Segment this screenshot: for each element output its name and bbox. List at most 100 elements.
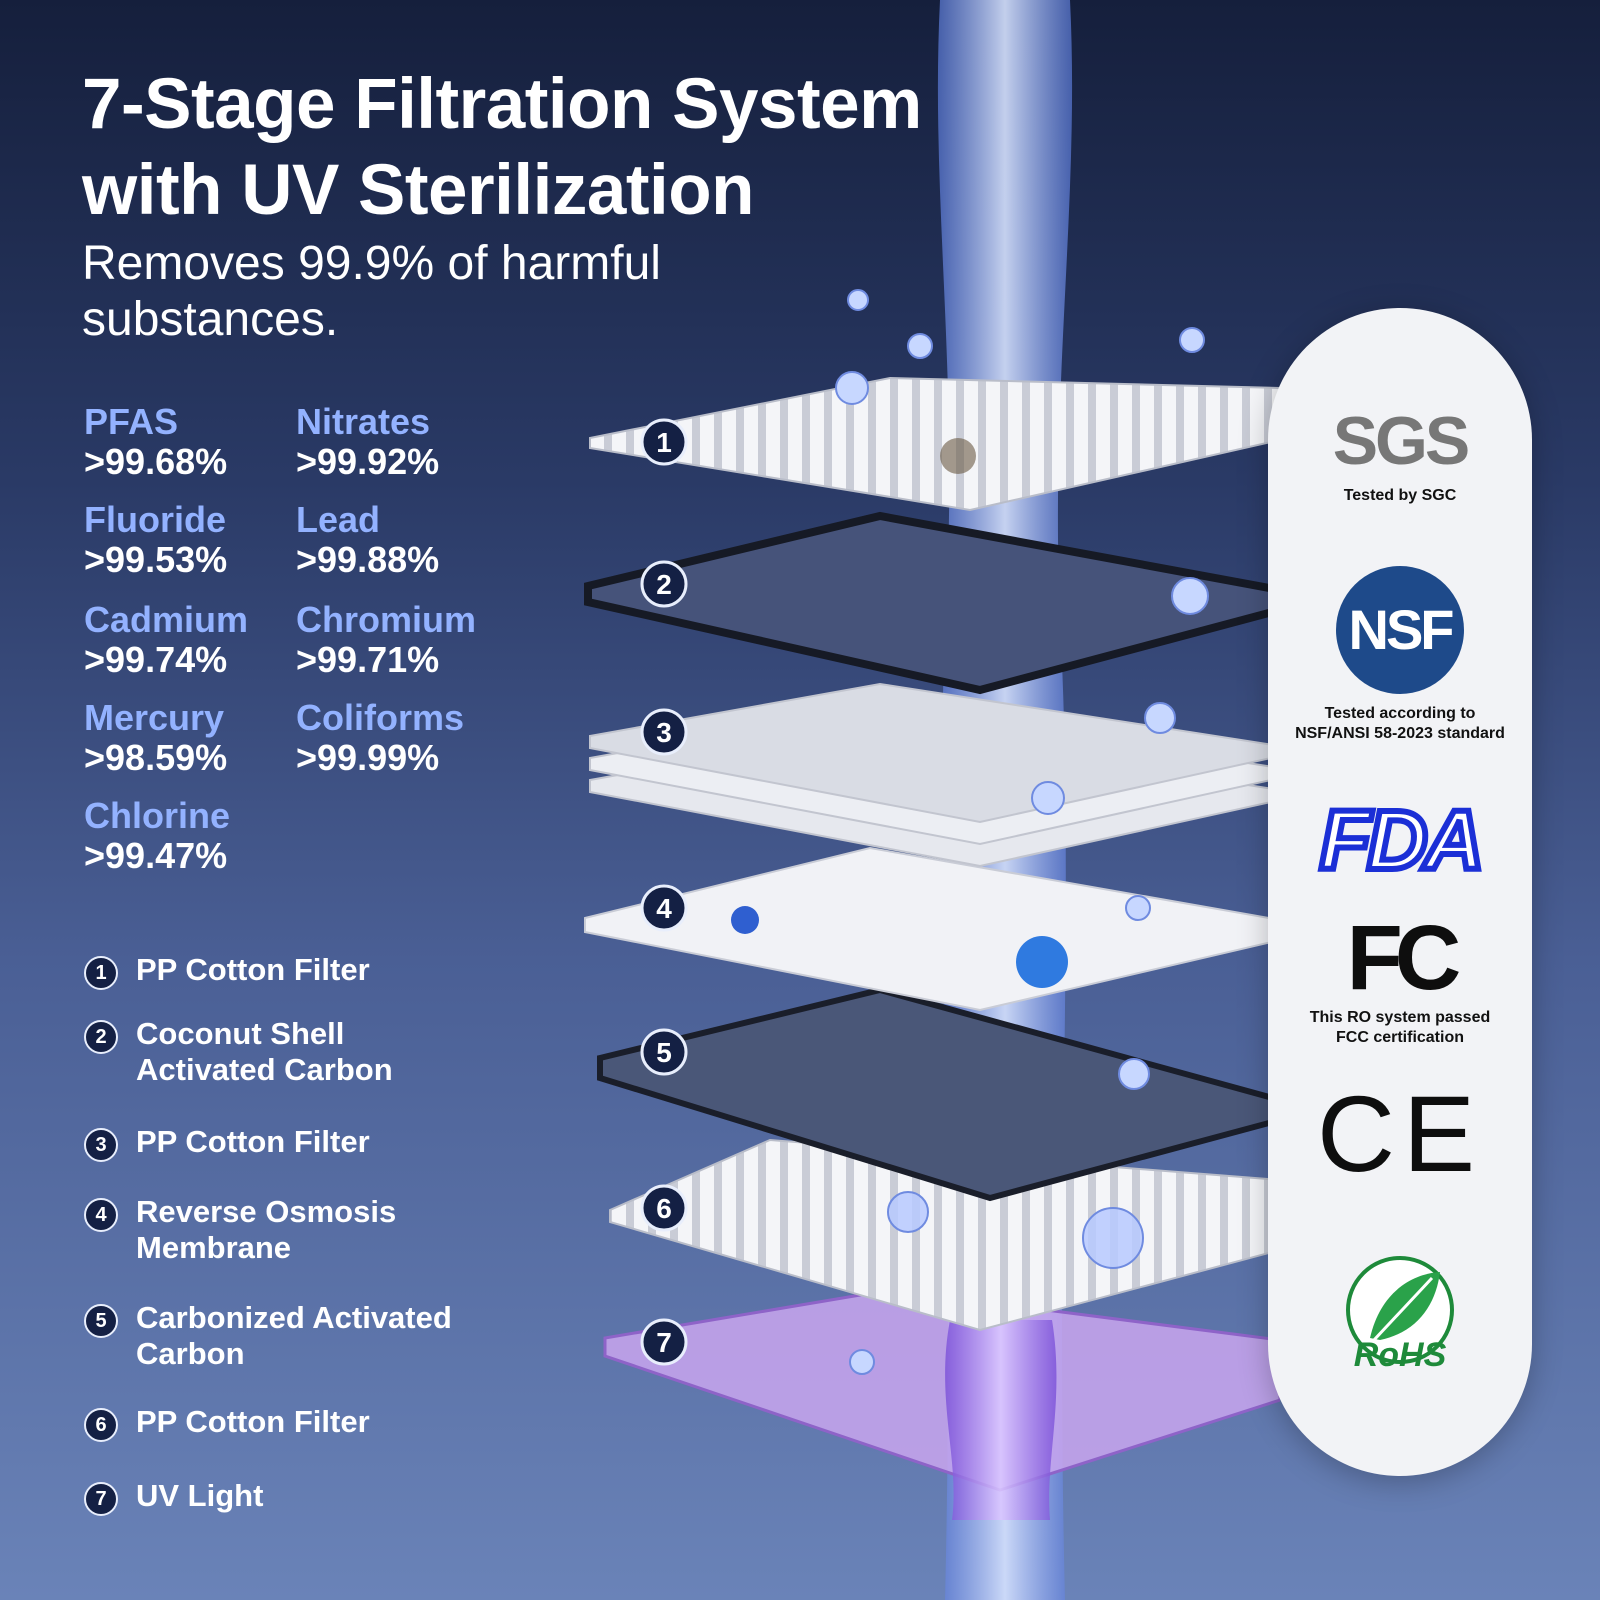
stat-nitrates: Nitrates >99.92% [296,402,516,482]
stage-number-badge: 1 [84,956,118,990]
stage-label-line: Reverse Osmosis [136,1194,397,1229]
water-droplet [1144,702,1176,734]
contaminant-particles [940,438,976,474]
water-droplet [1118,1058,1150,1090]
stage-label-line: Carbon [136,1336,245,1371]
virus-icon [731,906,759,934]
layer-carbon-5 [597,986,1280,1202]
stat-value: >99.92% [296,441,440,482]
stage-label: UV Light [136,1478,263,1514]
cert-fcc: FC This RO system passed FCC certificati… [1268,912,1532,1048]
water-droplet [907,333,933,359]
layer-membrane-4 [584,846,1280,1012]
stat-mercury: Mercury >98.59% [84,698,304,778]
fcc-caption-line: This RO system passed [1309,1009,1491,1026]
layer-marker-7-number: 7 [656,1327,672,1358]
stage-number-badge: 6 [84,1408,118,1442]
water-droplet [1082,1207,1144,1269]
stat-name: Cadmium [84,599,249,640]
stat-lead: Lead >99.88% [296,500,516,580]
certifications-panel: SGS Tested by SGC NSF Tested according t… [1268,308,1532,1476]
stat-pfas: PFAS >99.68% [84,402,304,482]
cert-fda: FDA [1268,793,1532,887]
stage-label: PP Cotton Filter [136,952,370,988]
headline-line-1: 7-Stage Filtration System [82,65,922,144]
stat-cadmium: Cadmium >99.74% [84,600,304,680]
stage-number-badge: 3 [84,1128,118,1162]
stage-label-line: Coconut Shell [136,1016,345,1051]
stat-name: Fluoride [84,499,226,540]
stage-label-line: PP Cotton Filter [136,1124,370,1159]
stage-number-badge: 7 [84,1482,118,1516]
stat-name: Coliforms [296,697,465,738]
layer-marker-7: 7 [640,1318,688,1366]
stage-number-badge: 4 [84,1198,118,1232]
layer-carbon-2 [584,511,1280,695]
stat-name: Mercury [84,697,225,738]
stat-name: PFAS [84,401,179,442]
stat-value: >98.59% [84,737,228,778]
water-droplet [847,289,869,311]
stat-value: >99.47% [84,835,228,876]
layer-marker-1-number: 1 [656,427,672,458]
cert-rohs: RoHS [1268,1254,1532,1379]
subheadline-line-2: substances. [82,293,339,346]
stage-label-line: PP Cotton Filter [136,1404,370,1439]
stat-value: >99.71% [296,639,440,680]
layer-marker-2: 2 [640,560,688,608]
stat-value: >99.99% [296,737,440,778]
cert-sgs: SGS Tested by SGC [1268,406,1532,506]
water-droplet [1125,895,1151,921]
stage-label-line: PP Cotton Filter [136,952,370,987]
nsf-logo-icon: NSF [1336,566,1464,694]
water-droplet [1031,781,1065,815]
layer-marker-5-number: 5 [656,1037,672,1068]
stage-label: PP Cotton Filter [136,1404,370,1440]
layer-pleated-1 [589,376,1280,512]
stage-label-line: Activated Carbon [136,1052,393,1087]
nsf-caption-line: Tested according to [1324,705,1476,722]
nsf-caption-line: NSF/ANSI 58-2023 standard [1295,725,1505,742]
ce-logo-icon: CE [1316,1073,1484,1194]
sgs-caption: Tested by SGC [1268,486,1532,506]
fcc-caption-line: FCC certification [1335,1029,1464,1046]
stat-chlorine: Chlorine >99.47% [84,796,304,876]
stage-number-badge: 2 [84,1020,118,1054]
subheadline: Removes 99.9% of harmful substances. [82,236,661,348]
fda-logo-icon: FDA [1317,793,1488,887]
layer-marker-3-number: 3 [656,717,672,748]
water-droplet [1179,327,1205,353]
nsf-caption: Tested according to NSF/ANSI 58-2023 sta… [1268,704,1532,744]
headline: 7-Stage Filtration System with UV Steril… [82,62,922,234]
layer-marker-2-number: 2 [656,569,672,600]
layer-cotton-3c [589,682,1280,824]
layer-marker-3: 3 [640,708,688,756]
stat-value: >99.88% [296,539,440,580]
stat-coliforms: Coliforms >99.99% [296,698,516,778]
stat-value: >99.53% [84,539,228,580]
stat-name: Chromium [296,599,476,640]
layer-marker-1: 1 [640,418,688,466]
layer-marker-4-number: 4 [656,893,672,924]
stat-value: >99.68% [84,441,228,482]
stage-label: PP Cotton Filter [136,1124,370,1160]
layer-marker-6-number: 6 [656,1193,672,1224]
sgs-caption-line: Tested by SGC [1343,487,1457,504]
headline-line-2: with UV Sterilization [82,151,754,230]
rohs-logo-icon: RoHS [1346,1256,1454,1374]
stat-value: >99.74% [84,639,228,680]
fcc-logo-icon: FC [1346,907,1462,1009]
fcc-caption: This RO system passed FCC certification [1268,1008,1532,1048]
stage-label-line: Membrane [136,1230,292,1265]
virus-icon [1016,936,1068,988]
water-droplet [849,1349,875,1375]
stage-label-line: UV Light [136,1478,264,1513]
water-droplet [887,1191,929,1233]
rohs-logo-text: RoHS [1354,1336,1447,1374]
filter-layers-illustration: 1 2 3 4 5 6 7 [560,0,1280,1600]
sgs-logo-icon: SGS [1332,403,1471,479]
stat-fluoride: Fluoride >99.53% [84,500,304,580]
subheadline-line-1: Removes 99.9% of harmful [82,237,661,290]
